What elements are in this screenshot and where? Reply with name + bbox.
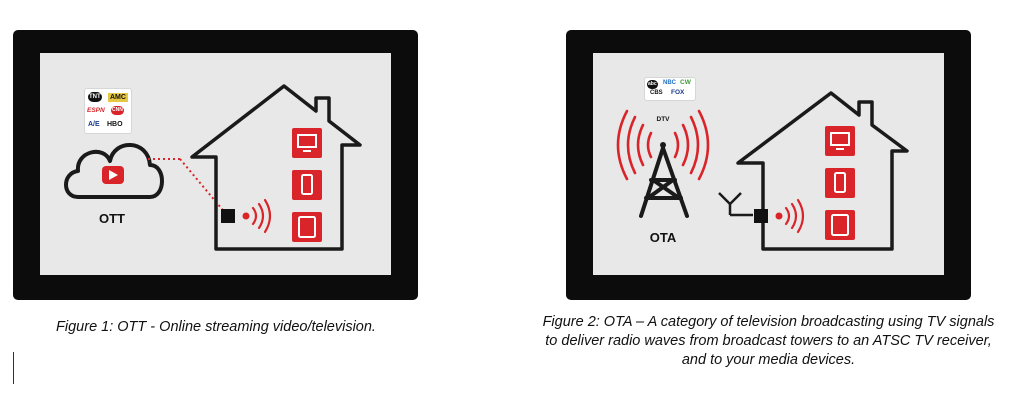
router-icon bbox=[221, 209, 235, 223]
logo-espn: ESPN bbox=[87, 107, 105, 114]
margin-line bbox=[13, 352, 14, 384]
logo-ae: A/E bbox=[88, 121, 100, 128]
logo-fox: FOX bbox=[671, 89, 685, 96]
tablet-device-icon bbox=[825, 210, 855, 240]
tv-device-icon bbox=[292, 128, 322, 158]
logo-cnn: CNN bbox=[111, 106, 124, 115]
logo-nbc: NBC bbox=[663, 80, 676, 86]
broadcast-waves-icon bbox=[616, 109, 710, 181]
house-icon bbox=[736, 91, 909, 251]
ota-label: OTA bbox=[650, 230, 677, 245]
tablet-device-icon bbox=[292, 212, 322, 242]
wifi-signal-icon bbox=[775, 198, 805, 234]
phone-device-icon bbox=[292, 170, 322, 200]
figure2-caption: Figure 2: OTA – A category of television… bbox=[542, 314, 995, 368]
phone-device-icon bbox=[825, 168, 855, 198]
logo-amc: AMC bbox=[108, 93, 128, 102]
logo-abc: abc bbox=[647, 80, 658, 89]
wifi-signal-icon bbox=[242, 198, 272, 234]
tv-screen: OTT bbox=[40, 53, 391, 275]
logo-hbo: HBO bbox=[107, 121, 123, 128]
figure1-caption: Figure 1: OTT - Online streaming video/t… bbox=[56, 319, 376, 335]
cloud-icon bbox=[64, 143, 164, 199]
ott-label: OTT bbox=[99, 211, 125, 226]
ott-diagram: OTT bbox=[64, 84, 362, 251]
logo-cbs: CBS bbox=[650, 90, 663, 96]
logo-cw: CW bbox=[680, 79, 691, 86]
antenna-icon bbox=[718, 192, 753, 217]
channel-logos-card: abc NBC CW CBS FOX bbox=[645, 78, 695, 100]
tv-device-icon bbox=[825, 126, 855, 156]
dtv-label: DTV bbox=[657, 116, 671, 123]
logo-tnt: TNT bbox=[88, 92, 102, 102]
house-icon bbox=[190, 84, 362, 251]
receiver-icon bbox=[754, 209, 768, 223]
channel-logos-card: TNT AMC ESPN CNN A/E HBO bbox=[85, 89, 131, 133]
tv-screen: DTV OTA bbox=[593, 53, 944, 275]
ota-diagram: DTV OTA bbox=[616, 91, 909, 251]
broadcast-tower-icon bbox=[639, 142, 689, 218]
